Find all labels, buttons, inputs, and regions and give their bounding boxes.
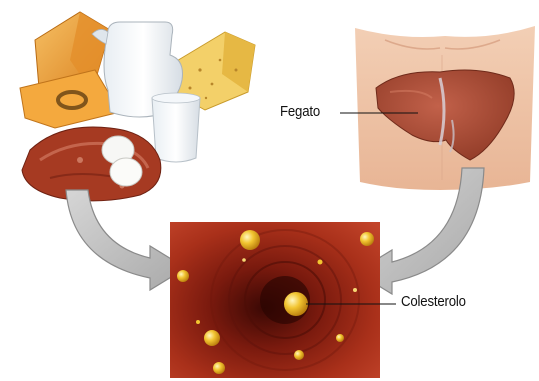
cholesterol-droplet [284, 292, 308, 316]
liver-label: Fegato [280, 103, 320, 120]
egg [110, 158, 142, 186]
cholesterol-droplet [294, 350, 304, 360]
cholesterol-droplet [204, 330, 220, 346]
cholesterol-droplet [196, 320, 200, 324]
cholesterol-droplet [360, 232, 374, 246]
cholesterol-droplet [353, 288, 357, 292]
cholesterol-droplet [240, 230, 260, 250]
blood-vessel-illustration [170, 222, 380, 378]
meat [22, 127, 161, 201]
cholesterol-droplet [336, 334, 344, 342]
cholesterol-droplet [242, 258, 246, 262]
food-illustration [20, 12, 255, 201]
cholesterol-droplet [318, 260, 323, 265]
left-curved-arrow [66, 190, 186, 290]
cholesterol-droplet [213, 362, 225, 374]
cholesterol-label: Colesterolo [401, 293, 466, 310]
milk-glass [152, 98, 200, 162]
cholesterol-droplet [177, 270, 189, 282]
torso-illustration [355, 26, 535, 190]
